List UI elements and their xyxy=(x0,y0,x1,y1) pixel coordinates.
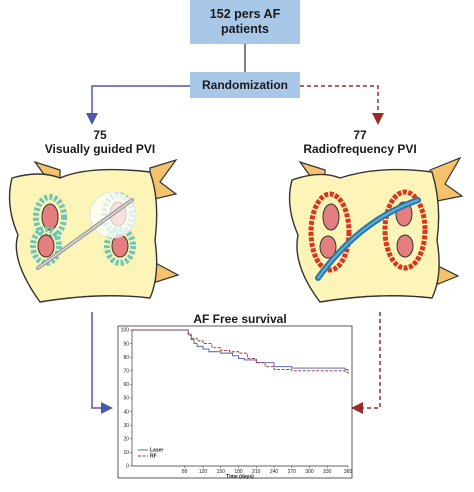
arrow-to-laser-arm xyxy=(86,85,190,125)
laser-arm-count: 75 xyxy=(93,128,107,142)
y-tick-label: 30 xyxy=(123,423,129,429)
x-tick-label: 300 xyxy=(305,469,314,475)
randomization-box: Randomization xyxy=(190,72,300,98)
x-tick-label: 180 xyxy=(234,469,243,475)
y-tick-label: 70 xyxy=(123,369,129,375)
x-tick-label: 210 xyxy=(252,469,261,475)
arrow-to-rf-arm xyxy=(300,85,384,125)
population-line-2: patients xyxy=(221,22,269,36)
y-tick-label: 40 xyxy=(123,409,129,415)
x-tick-label: 120 xyxy=(199,469,208,475)
y-tick-label: 80 xyxy=(123,355,129,361)
x-tick-label: 89 xyxy=(182,469,188,475)
series-line-laser xyxy=(132,329,349,371)
arrow-laser-to-chart xyxy=(91,312,113,414)
laser-heart-illustration xyxy=(8,158,180,303)
laser-arm-label: 75 Visually guided PVI xyxy=(30,128,170,156)
population-box: 152 pers AF patients xyxy=(190,0,300,44)
population-line-1: 152 pers AF xyxy=(209,7,281,21)
chart-title: AF Free survival xyxy=(193,312,287,326)
rf-arm-label: 77 Radiofrequency PVI xyxy=(285,128,435,156)
x-tick-label: 270 xyxy=(288,469,297,475)
chart-frame xyxy=(117,325,353,479)
randomization-label: Randomization xyxy=(202,78,288,92)
rf-heart-illustration xyxy=(288,156,464,303)
x-axis-title: Time (days) xyxy=(226,474,254,480)
y-tick-label: 60 xyxy=(123,382,129,388)
rf-arm-name: Radiofrequency PVI xyxy=(303,142,417,156)
rf-arm-count: 77 xyxy=(353,128,367,142)
x-tick-label: 330 xyxy=(323,469,332,475)
y-tick-label: 10 xyxy=(123,450,129,456)
y-tick-label: 0 xyxy=(126,464,129,470)
x-tick-label: 150 xyxy=(217,469,226,475)
survival-chart: 0 10 20 30 40 50 60 70 80 90 100 89 120 150 180 210 240 2… xyxy=(117,325,353,480)
arrow-rf-to-chart xyxy=(351,312,381,414)
legend-label-laser: Laser xyxy=(150,448,163,454)
y-tick-label: 100 xyxy=(121,328,130,334)
x-tick-label: 240 xyxy=(270,469,279,475)
legend-label-rf: RF xyxy=(150,454,157,460)
x-tick-label: 365 xyxy=(344,469,353,475)
y-tick-label: 20 xyxy=(123,437,129,443)
y-tick-label: 50 xyxy=(123,396,129,402)
y-tick-label: 90 xyxy=(123,341,129,347)
laser-arm-name: Visually guided PVI xyxy=(44,142,156,156)
